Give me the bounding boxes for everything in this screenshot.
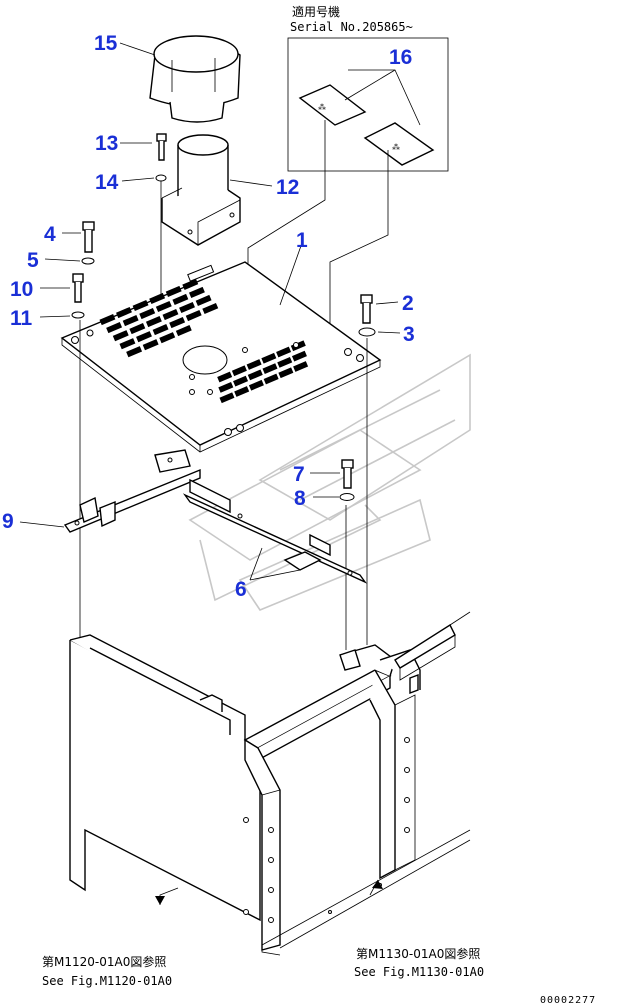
bracket-6 — [182, 478, 368, 584]
top-cover-plate — [60, 261, 382, 453]
callout-9: 9 — [2, 510, 14, 533]
callout-10: 10 — [10, 278, 33, 301]
reference-right-jp: 第M1130-01A0図参照 — [356, 946, 480, 961]
bolt-13 — [156, 133, 167, 161]
callout-4: 4 — [44, 223, 56, 246]
serial-number-text: Serial No.205865~ — [290, 20, 413, 34]
callout-5: 5 — [27, 249, 39, 272]
callout-6: 6 — [235, 578, 247, 601]
washer-3 — [358, 327, 376, 337]
svg-text:⁂: ⁂ — [392, 142, 400, 152]
washer-5 — [81, 257, 95, 265]
reference-left-jp: 第M1120-01A0図参照 — [42, 954, 166, 969]
callout-1: 1 — [296, 229, 308, 252]
callout-15: 15 — [94, 32, 118, 55]
bolt-4 — [82, 221, 95, 253]
callout-14: 14 — [95, 171, 119, 194]
bolt-7 — [341, 459, 354, 489]
reference-left-en: See Fig.M1120-01A0 — [42, 974, 172, 988]
serial-applicability-box: 適用号機 Serial No.205865~ ⁂ ⁂ — [247, 4, 449, 330]
precleaner-body — [161, 134, 241, 246]
air-cleaner-cap — [149, 35, 241, 123]
reference-right-en: See Fig.M1130-01A0 — [354, 965, 484, 979]
callout-8: 8 — [294, 487, 306, 510]
bracket-9 — [63, 449, 201, 533]
washer-14 — [155, 174, 167, 182]
callout-13: 13 — [95, 132, 118, 155]
washer-11 — [71, 311, 85, 319]
leader-lines — [19, 42, 401, 905]
callout-2: 2 — [402, 292, 414, 315]
callout-3: 3 — [403, 323, 415, 346]
bolt-10 — [72, 273, 84, 303]
decal-plate-a — [298, 84, 367, 126]
callout-12: 12 — [276, 176, 299, 199]
applicability-heading: 適用号機 — [292, 4, 340, 19]
bolt-2 — [360, 294, 373, 324]
svg-text:⁂: ⁂ — [318, 102, 326, 112]
decal-plate-b — [363, 122, 435, 166]
washer-8 — [339, 493, 355, 501]
callout-7: 7 — [293, 463, 305, 486]
frame-assembly — [69, 611, 471, 956]
callout-11: 11 — [10, 307, 33, 330]
callout-16: 16 — [389, 46, 412, 69]
drawing-code: 00002277 — [540, 995, 596, 1006]
